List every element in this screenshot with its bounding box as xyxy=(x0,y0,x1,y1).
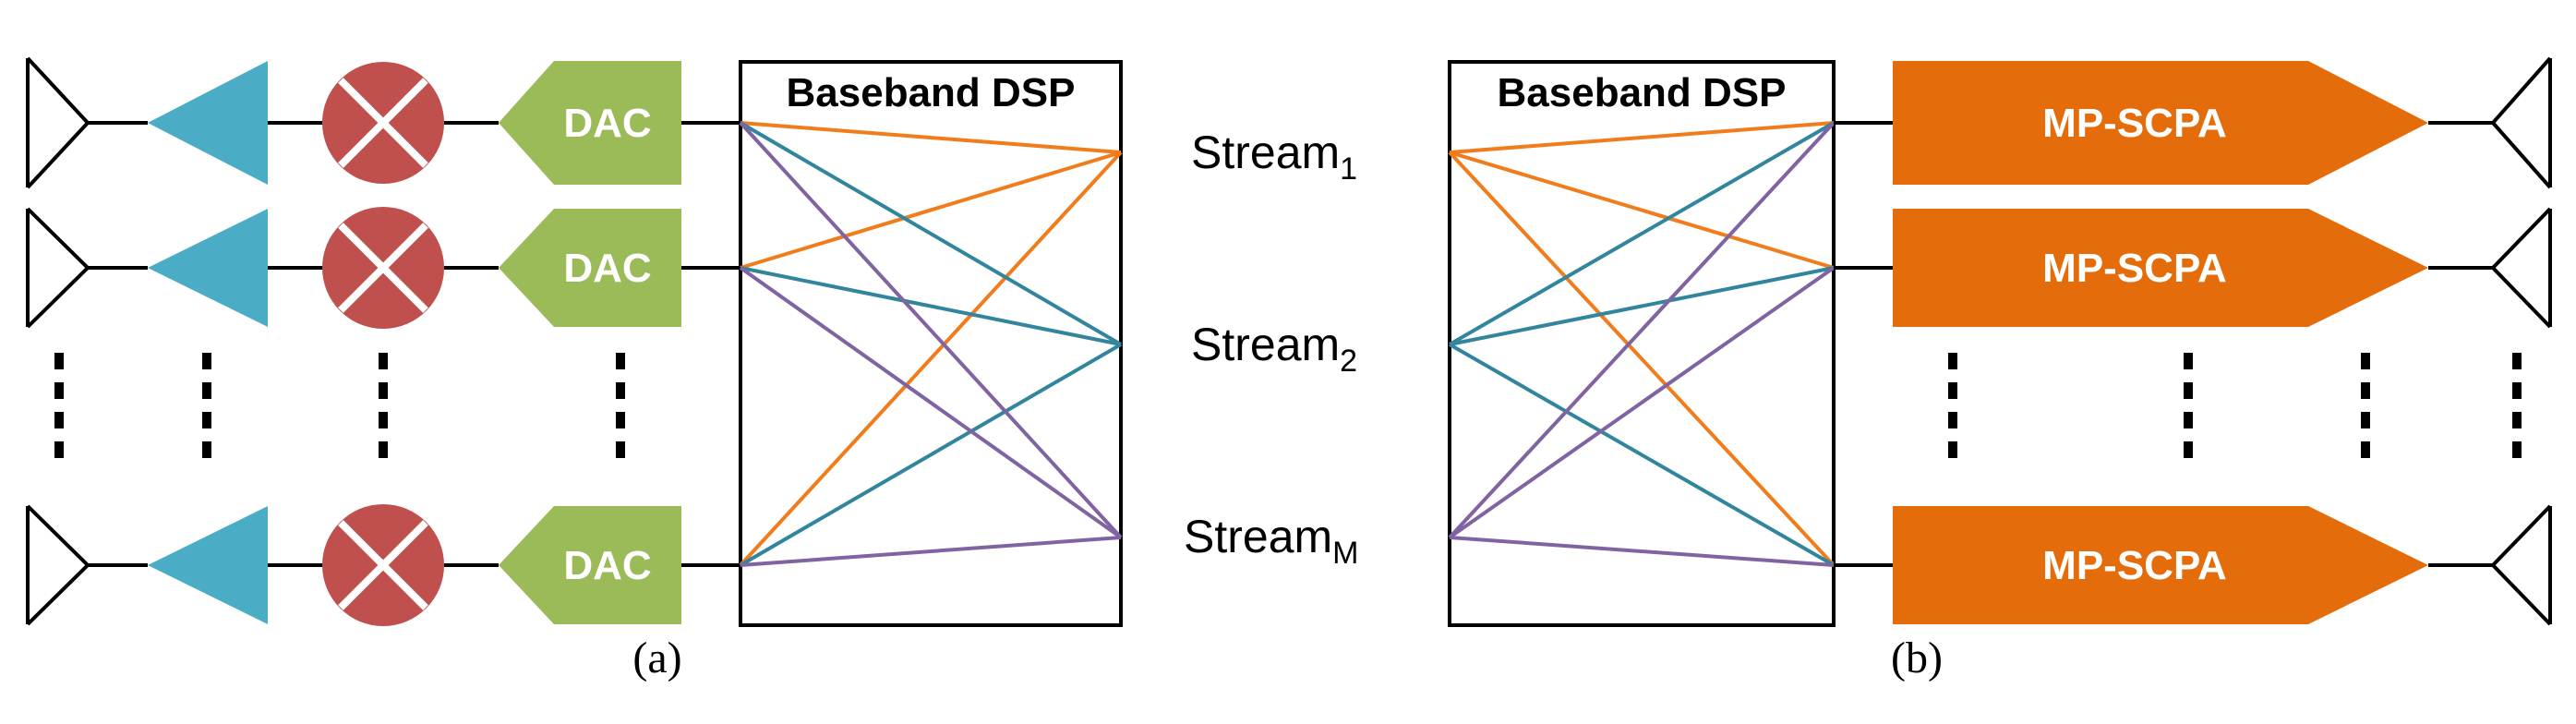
mp-scpa-block: MP-SCPA xyxy=(1893,61,2428,185)
stream-1-line xyxy=(740,121,1122,154)
antenna-icon xyxy=(2490,56,2552,189)
mixer-icon xyxy=(322,504,444,626)
panel-a: DAC DAC DAC Baseband DSP xyxy=(26,56,1123,682)
antenna-icon xyxy=(26,56,148,189)
caption-a: (a) xyxy=(632,634,681,682)
panel-b: Baseband DSP MP-SCPA MP-SCP xyxy=(1448,56,2552,682)
dac-block: DAC xyxy=(499,209,681,327)
stream-2-line xyxy=(739,121,1123,346)
stream-label: Stream2 xyxy=(1191,319,1357,379)
stream-2-line xyxy=(740,266,1122,346)
stream-label-base: Stream xyxy=(1191,127,1340,178)
mp-scpa-label: MP-SCPA xyxy=(2042,543,2227,588)
stream-1-line xyxy=(1448,151,1836,567)
antenna-icon xyxy=(2490,207,2552,329)
dac-label: DAC xyxy=(563,101,651,146)
dac-label: DAC xyxy=(563,543,651,588)
stream-m-line xyxy=(1448,266,1836,539)
stream-mapping-lines xyxy=(739,121,1123,567)
mixer-icon xyxy=(322,207,444,329)
antenna-icon xyxy=(2490,504,2552,626)
stream-2-line xyxy=(1449,343,1835,567)
stream-m-line xyxy=(740,536,1122,567)
stream-1-line xyxy=(1449,151,1835,270)
stream-2-line xyxy=(1449,266,1835,346)
stream-m-line xyxy=(739,121,1123,539)
antenna-icon xyxy=(26,504,148,626)
mp-scpa-block: MP-SCPA xyxy=(1893,506,2428,624)
stream-m-line xyxy=(1448,121,1836,539)
dsp-title: Baseband DSP xyxy=(787,70,1076,115)
mp-scpa-label: MP-SCPA xyxy=(2042,101,2227,146)
stream-m-line xyxy=(1449,536,1835,567)
mp-scpa-label: MP-SCPA xyxy=(2042,246,2227,291)
dac-block: DAC xyxy=(499,506,681,624)
dac-label: DAC xyxy=(563,246,651,291)
stream-1-line xyxy=(739,151,1123,567)
stream-mapping-lines xyxy=(1448,121,1836,567)
stream-m-line xyxy=(739,266,1123,539)
amplifier-icon xyxy=(148,209,268,327)
baseband-dsp-box: Baseband DSP xyxy=(739,60,1123,627)
antenna-icon xyxy=(26,207,148,329)
stream-label-subscript: 1 xyxy=(1340,151,1357,187)
stream-label-subscript: 2 xyxy=(1340,344,1357,379)
stream-1-line xyxy=(1449,121,1835,154)
stream-label-base: Stream xyxy=(1184,511,1332,562)
stream-2-line xyxy=(1449,121,1835,346)
stream-label-base: Stream xyxy=(1191,319,1340,370)
stream-label: Stream1 xyxy=(1191,127,1357,187)
stream-label-subscript: M xyxy=(1332,536,1358,571)
amplifier-icon xyxy=(148,506,268,624)
stream-labels: Stream1 Stream2 StreamM xyxy=(1184,127,1359,571)
mixer-icon xyxy=(322,62,444,184)
mp-scpa-block: MP-SCPA xyxy=(1893,209,2428,327)
stream-2-line xyxy=(739,343,1123,567)
baseband-dsp-box: Baseband DSP xyxy=(1448,60,1836,627)
caption-b: (b) xyxy=(1891,634,1943,682)
stream-label: StreamM xyxy=(1184,511,1359,571)
dac-block: DAC xyxy=(499,61,681,185)
stream-1-line xyxy=(740,151,1122,270)
dsp-title: Baseband DSP xyxy=(1498,70,1787,115)
amplifier-icon xyxy=(148,61,268,185)
